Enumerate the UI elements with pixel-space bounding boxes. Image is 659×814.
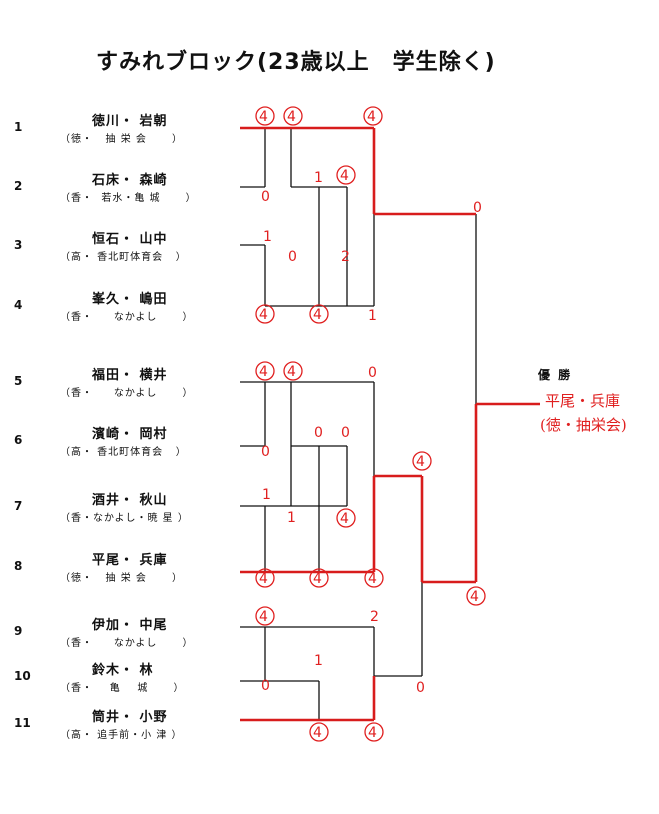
entry-team: （香・ 亀 城 ） <box>60 683 185 694</box>
entry-team: （徳・ 抽 栄 会 ） <box>60 573 183 584</box>
entry-number: 1 <box>14 120 23 134</box>
score-33: 0 <box>473 200 482 216</box>
entry-team: （徳・ 抽 栄 会 ） <box>60 134 183 145</box>
entry-player-names: 酒井・ 秋山 <box>92 493 168 508</box>
winner-label: 優 勝 <box>538 368 573 382</box>
score-23: 4 <box>259 571 268 587</box>
score-27: 2 <box>370 609 379 625</box>
entry-player-names: 石床・ 森崎 <box>92 173 168 188</box>
score-16: 0 <box>261 444 270 460</box>
entry-player-names: 恒石・ 山中 <box>92 232 168 247</box>
score-21: 4 <box>340 511 349 527</box>
score-14: 4 <box>287 364 296 380</box>
entry-number: 2 <box>14 179 23 193</box>
score-19: 1 <box>262 487 271 503</box>
entry-team: （香・なかよし・暁 星 ） <box>60 513 189 524</box>
score-28: 1 <box>314 653 323 669</box>
entry-team: （香・ なかよし ） <box>60 312 194 323</box>
score-3: 4 <box>367 109 376 125</box>
entry-player-names: 鈴木・ 林 <box>92 663 154 678</box>
entry-number: 8 <box>14 559 23 573</box>
score-34: 4 <box>470 589 479 605</box>
score-18: 0 <box>341 425 350 441</box>
score-7: 1 <box>263 229 272 245</box>
champion-team: (徳・抽栄会) <box>540 416 627 434</box>
entry-player-names: 福田・ 横井 <box>92 368 168 383</box>
score-17: 0 <box>314 425 323 441</box>
entry-number: 3 <box>14 238 23 252</box>
loss-lines <box>240 128 532 720</box>
score-26: 4 <box>259 609 268 625</box>
score-29: 0 <box>261 678 270 694</box>
score-25: 4 <box>368 571 377 587</box>
entry-player-names: 筒井・ 小野 <box>92 710 168 725</box>
score-13: 4 <box>259 364 268 380</box>
entry-number: 9 <box>14 624 23 638</box>
score-11: 4 <box>313 307 322 323</box>
entry-number: 4 <box>14 298 23 312</box>
score-2: 4 <box>287 109 296 125</box>
score-9: 2 <box>341 249 350 265</box>
entry-team: （香・ 若水・亀 城 ） <box>60 193 197 204</box>
score-8: 0 <box>288 249 297 265</box>
score-12: 1 <box>368 308 377 324</box>
entry-team: （高・ 香北町体育会 ） <box>60 447 187 458</box>
entry-player-names: 峯久・ 嶋田 <box>92 292 168 307</box>
entry-player-names: 平尾・ 兵庫 <box>92 553 168 568</box>
entry-team: （香・ なかよし ） <box>60 638 194 649</box>
entry-number: 6 <box>14 433 23 447</box>
entry-number: 7 <box>14 499 23 513</box>
score-marks: 4 4 4 0 1 4 1 0 2 4 4 1 4 4 0 0 0 0 1 1 … <box>255 106 486 742</box>
entry-team: （香・ なかよし ） <box>60 388 194 399</box>
score-10: 4 <box>259 307 268 323</box>
champion-names: 平尾・兵庫 <box>545 392 621 410</box>
page-title: すみれブロック(23歳以上 学生除く) <box>96 50 496 75</box>
entry-number: 11 <box>14 716 31 730</box>
score-30: 0 <box>416 680 425 696</box>
entry-number: 5 <box>14 374 23 388</box>
score-4: 0 <box>261 189 270 205</box>
score-22: 4 <box>416 454 425 470</box>
entry-player-names: 徳川・ 岩朝 <box>92 114 168 129</box>
score-31: 4 <box>313 725 322 741</box>
entry-number: 10 <box>14 669 31 683</box>
score-5: 1 <box>314 170 323 186</box>
entry-player-names: 伊加・ 中尾 <box>92 618 168 633</box>
entry-team: （高・ 香北町体育会 ） <box>60 252 187 263</box>
entry-player-names: 濱崎・ 岡村 <box>92 427 168 442</box>
score-20: 1 <box>287 510 296 526</box>
score-6: 4 <box>340 168 349 184</box>
score-32: 4 <box>368 725 377 741</box>
score-15: 0 <box>368 365 377 381</box>
score-1: 4 <box>259 109 268 125</box>
entry-team: （高・ 追手前・小 津 ） <box>60 730 183 741</box>
score-24: 4 <box>313 571 322 587</box>
win-lines <box>240 126 540 722</box>
